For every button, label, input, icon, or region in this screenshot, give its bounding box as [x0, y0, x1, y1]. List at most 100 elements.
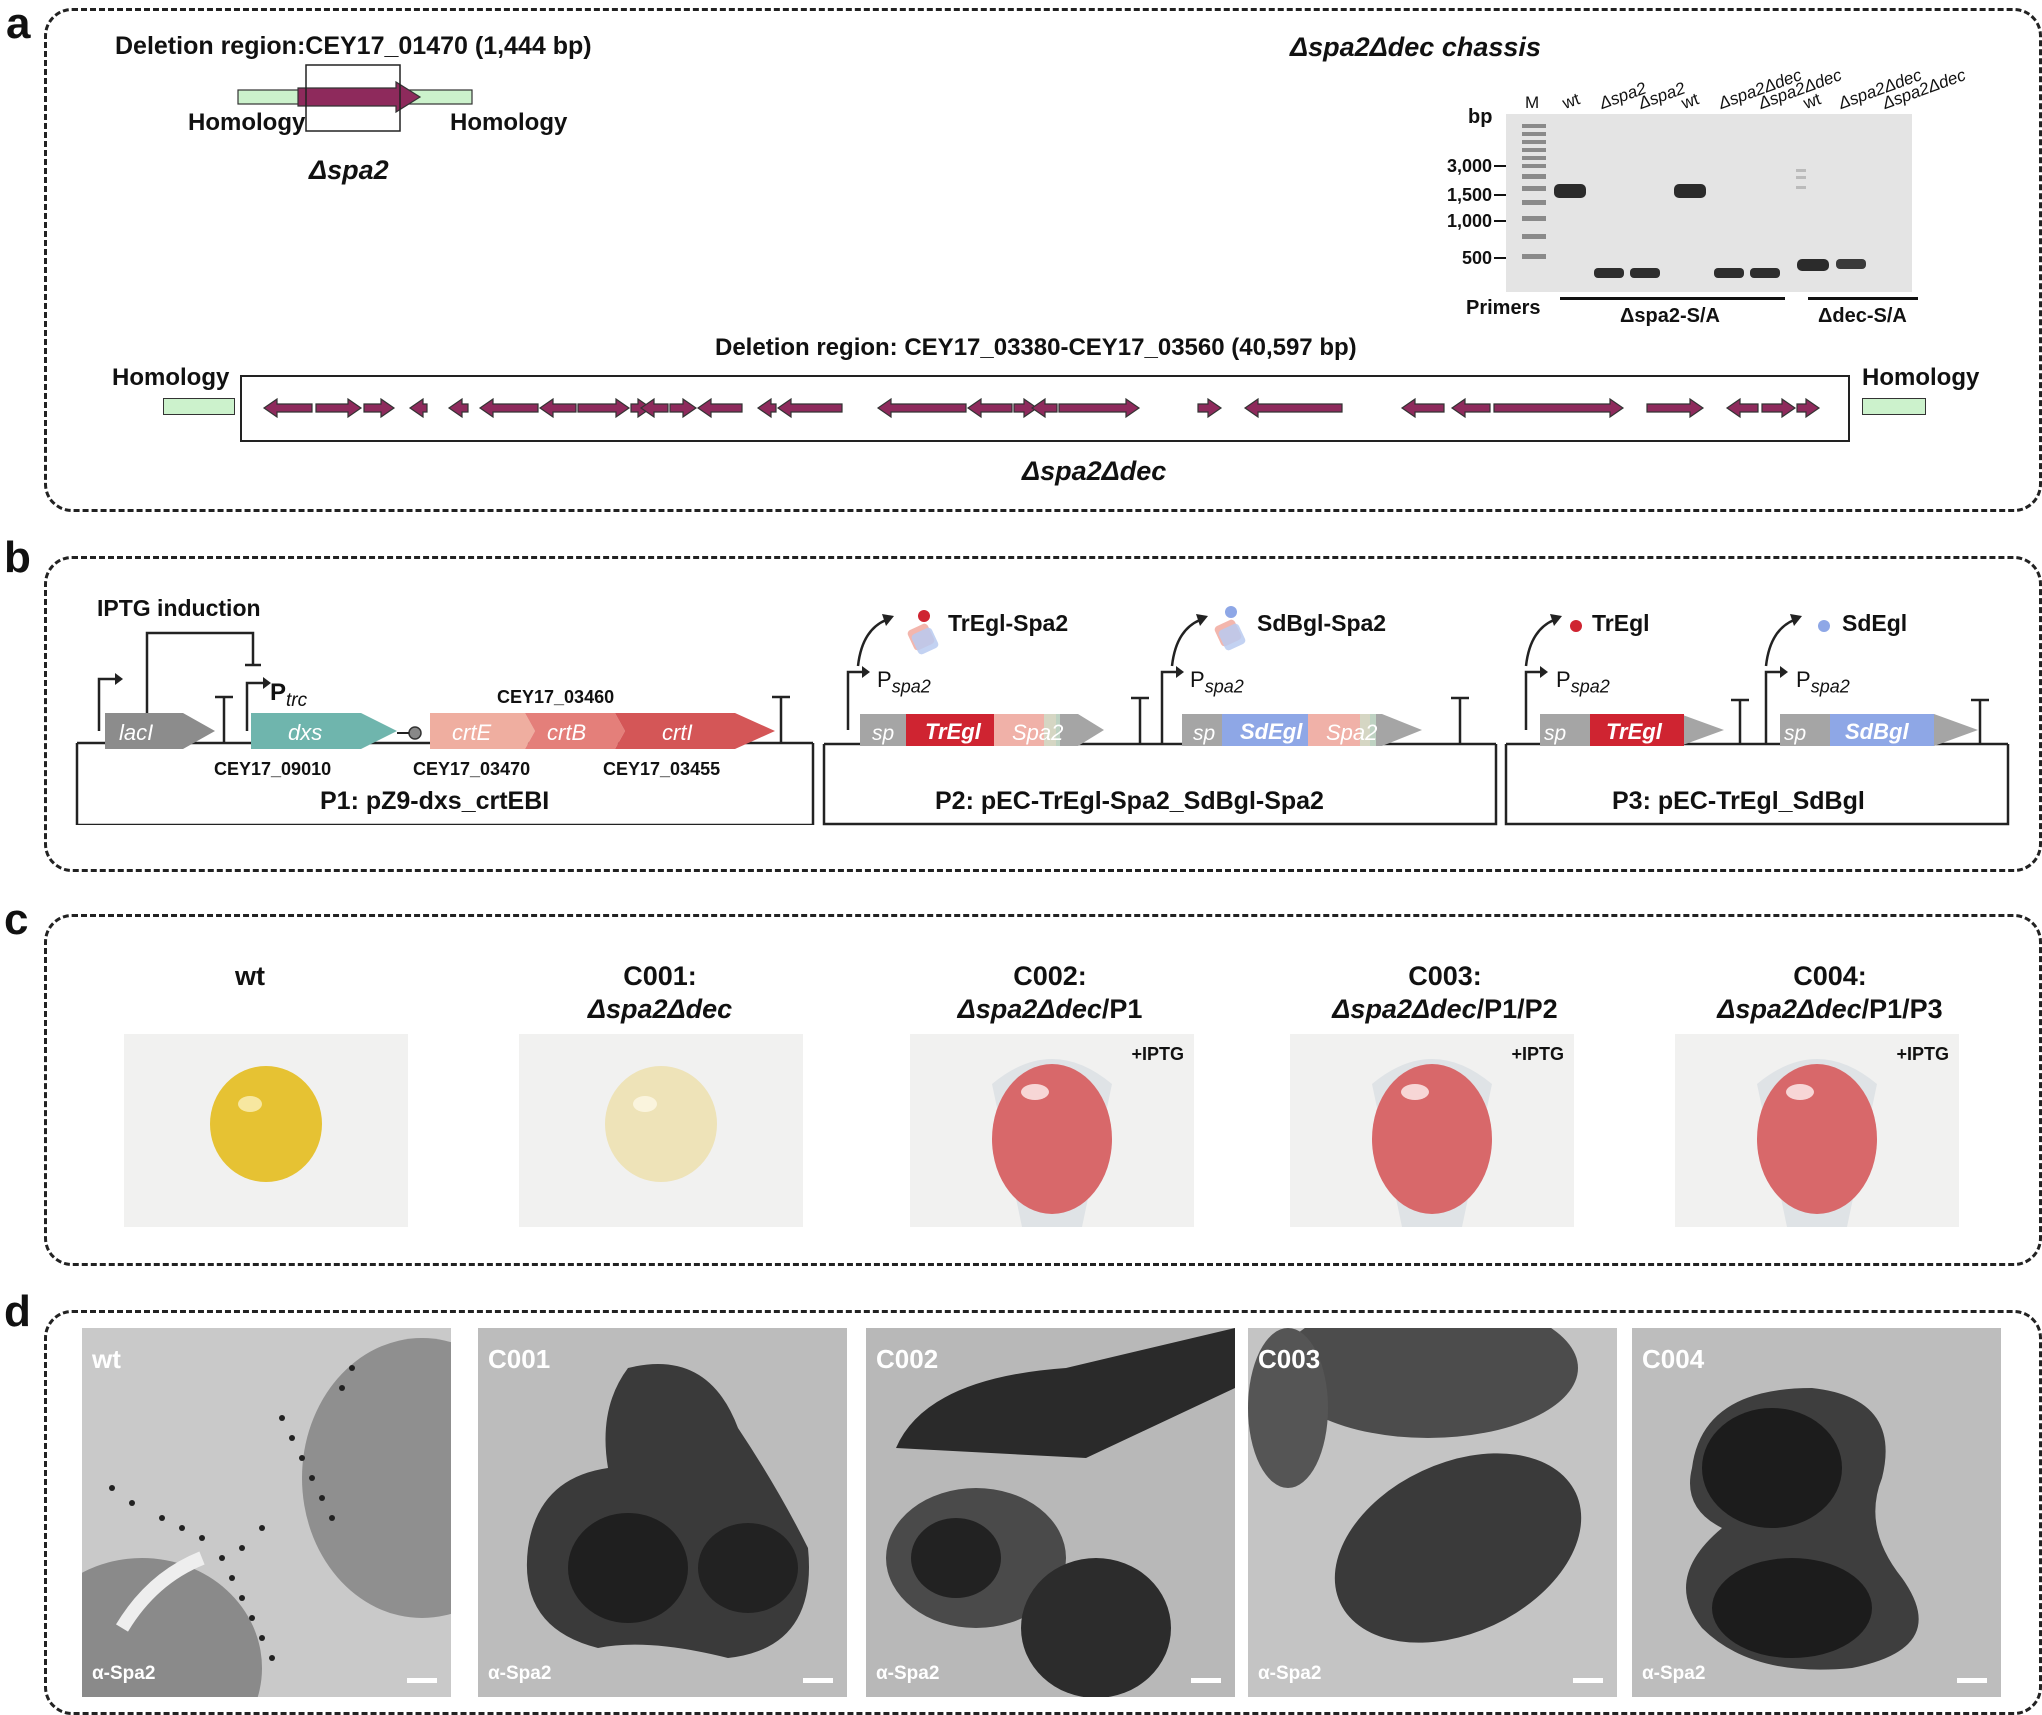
scale-bar-wt	[407, 1678, 437, 1683]
p3-promoter-1: Pspa2	[1556, 667, 1610, 697]
marker-3000: 3,000	[1446, 156, 1492, 176]
strain-c002-line1: C002:	[1013, 961, 1087, 991]
ptrc-p: P	[270, 679, 287, 706]
gel-unit-label: bp	[1468, 106, 1493, 128]
crtb-gene	[525, 713, 625, 749]
strain-c001-line2: Δspa2Δdec	[587, 993, 733, 1024]
p2-promoter-2: Pspa2	[1190, 667, 1244, 697]
dec-gene-cluster	[262, 397, 1821, 419]
strain-label-c001: C001:Δspa2Δdec	[530, 960, 790, 1026]
p3-tregl: TrEgl	[1606, 719, 1662, 744]
strain-c004-plasmids: /P1/P3	[1861, 993, 1943, 1024]
tube-photo-c001	[519, 1034, 803, 1227]
panel-letter-a: a	[6, 0, 31, 48]
gene-label-crtb: crtB	[547, 720, 587, 745]
iptg-label-c002: +IPTG	[1131, 1044, 1184, 1064]
p3-sp-1: sp	[1544, 722, 1567, 745]
p2-sp-1: sp	[872, 722, 895, 745]
p2-sdegl: SdEgl	[1240, 719, 1303, 744]
marker-500: 500	[1461, 248, 1492, 268]
primer-set-spa2: Δspa2-S/A	[1620, 305, 1720, 327]
dec-deletion-box	[240, 375, 1850, 442]
dec-deletion-title: Deletion region: CEY17_03380-CEY17_03560…	[715, 334, 1357, 361]
p2-promoter-1-p: P	[877, 667, 892, 692]
scale-bar-c003	[1573, 1678, 1603, 1683]
scale-bar-c004	[1957, 1678, 1987, 1683]
ptrc-sub: trc	[286, 689, 308, 711]
p2-tregl: TrEgl	[925, 719, 981, 744]
locus-09010: CEY17_09010	[214, 759, 332, 779]
em-label-wt: wt	[92, 1344, 121, 1374]
p3-promoter-2-p: P	[1796, 667, 1811, 692]
gel-image	[1506, 114, 1912, 292]
p3-protein-2: SdEgl	[1842, 610, 1908, 636]
p2-promoter-1-sub: spa2	[891, 676, 931, 697]
p2-protein-1: TrEgl-Spa2	[948, 610, 1069, 636]
primer-bracket-dec	[1808, 297, 1918, 300]
strain-c001-line1: C001:	[623, 961, 697, 991]
p1-name: P1: pZ9-dxs_crtEBI	[320, 787, 550, 815]
strain-c002-plasmids: /P1	[1101, 993, 1143, 1024]
iptg-label-c004: +IPTG	[1896, 1044, 1949, 1064]
iptg-induction-label: IPTG induction	[97, 595, 261, 621]
primer-set-dec: Δdec-S/A	[1818, 305, 1907, 327]
panel-a-frame	[44, 8, 2042, 512]
strain-label-c004: C004:Δspa2Δdec/P1/P3	[1665, 960, 1995, 1026]
em-image-wt: wt α-Spa2	[82, 1328, 451, 1697]
p3-promoter-2-sub: spa2	[1810, 676, 1850, 697]
strain-label-c002: C002:Δspa2Δdec/P1	[900, 960, 1200, 1026]
strain-c004-line1: C004:	[1793, 961, 1867, 991]
em-label-c002: C002	[876, 1344, 939, 1374]
p2-promoter-1: Pspa2	[877, 667, 931, 697]
em-antibody-c004: α-Spa2	[1642, 1663, 1706, 1684]
chassis-title: Δspa2Δdec chassis	[1290, 32, 1541, 62]
dec-homology-bar-left	[163, 398, 235, 415]
em-image-c004: C004 α-Spa2	[1632, 1328, 2001, 1697]
laci-gene	[105, 713, 215, 749]
panel-c-frame	[44, 914, 2042, 1266]
marker-1500: 1,500	[1446, 185, 1492, 205]
em-image-c003: C003 α-Spa2	[1248, 1328, 1617, 1697]
p2-promoter-2-p: P	[1190, 667, 1205, 692]
gel-bands	[1522, 124, 1866, 278]
crte-gene	[430, 713, 535, 749]
p3-promoter-1-sub: spa2	[1570, 676, 1610, 697]
tube-photo-c003: +IPTG	[1290, 1034, 1574, 1227]
spa2-deletion-diagram	[237, 64, 473, 132]
gene-label-laci: lacI	[119, 720, 154, 745]
p3-protein-1: TrEgl	[1592, 610, 1650, 636]
p3-promoter-2: Pspa2	[1796, 667, 1850, 697]
homology-left-label: Homology	[188, 109, 306, 136]
locus-03460: CEY17_03460	[497, 687, 615, 707]
p2-promoter-2-sub: spa2	[1204, 676, 1244, 697]
gene-label-dxs: dxs	[288, 720, 323, 745]
strain-label-c003: C003:Δspa2Δdec/P1/P2	[1285, 960, 1605, 1026]
scale-bar-c002	[1191, 1678, 1221, 1683]
dec-homology-bar-right	[1862, 398, 1926, 415]
p3-construct	[1504, 614, 2010, 826]
panel-b-frame	[44, 556, 2042, 872]
p2-spa2-1: Spa2	[1012, 720, 1064, 745]
crti-gene	[615, 713, 775, 749]
em-image-c001: C001 α-Spa2	[478, 1328, 847, 1697]
em-label-c004: C004	[1642, 1344, 1705, 1374]
panel-letter-b: b	[4, 533, 31, 582]
locus-03455: CEY17_03455	[603, 759, 721, 779]
strain-label-wt: wt	[140, 960, 360, 993]
p1-construct	[75, 631, 815, 825]
p2-spa2-2: Spa2	[1326, 720, 1378, 745]
spa2-label: Δspa2	[309, 155, 389, 185]
p3-name: P3: pEC-TrEgl_SdBgl	[1612, 787, 1865, 815]
scale-bar-c001	[803, 1678, 833, 1683]
strain-wt-line2: wt	[235, 961, 265, 991]
p2-sp-2: sp	[1193, 722, 1216, 745]
iptg-label-c003: +IPTG	[1511, 1044, 1564, 1064]
dxs-gene	[251, 713, 397, 749]
em-antibody-wt: α-Spa2	[92, 1663, 156, 1684]
lane-label-m: M	[1525, 93, 1540, 112]
spa2-gene-arrow	[297, 80, 422, 114]
spa2-deletion-title: Deletion region:CEY17_01470 (1,444 bp)	[115, 32, 592, 60]
p3-promoter-1-p: P	[1556, 667, 1571, 692]
em-antibody-c003: α-Spa2	[1258, 1663, 1322, 1684]
p3-sdbgl: SdBgl	[1845, 719, 1909, 744]
